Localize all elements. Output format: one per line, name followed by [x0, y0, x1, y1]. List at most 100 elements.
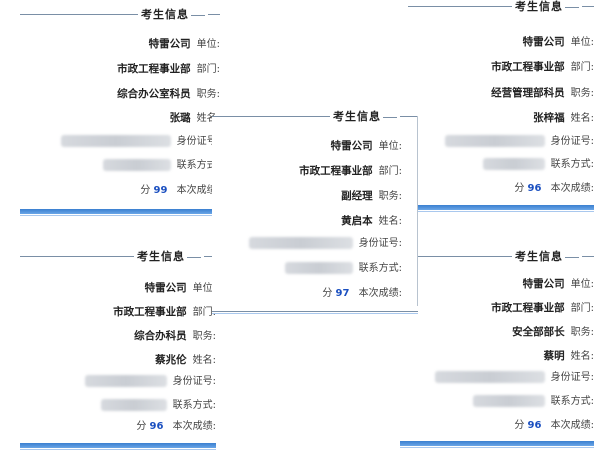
name-value: 张梓福	[533, 112, 565, 124]
unit-value: 特雷公司	[144, 282, 187, 294]
score-label: 本次成绩:	[172, 421, 216, 432]
score-value: 96	[527, 183, 542, 194]
name-value: 蔡明	[543, 350, 565, 362]
name-row: 蔡兆伦姓名:	[149, 352, 216, 368]
name-label: 姓名:	[570, 113, 594, 124]
dept-label: 部门:	[378, 166, 402, 177]
id-label: 身份证号:	[550, 372, 594, 383]
card-bottom-bar	[212, 311, 418, 314]
id-row: 身份证号:	[444, 134, 594, 150]
name-row: 张璐姓名:	[164, 110, 220, 126]
unit-label: 单位:	[570, 37, 594, 48]
contact-label: 联系方式:	[358, 263, 402, 274]
examinee-card-2: 考生信息 特雷公司单位: 市政工程事业部部门: 经营管理部科员职务: 张梓福姓名…	[408, 0, 594, 212]
dept-row: 市政工程事业部部门:	[293, 163, 402, 179]
score-suffix: 分	[514, 183, 525, 194]
dept-row: 市政工程事业部部门:	[485, 59, 594, 75]
contact-label: 联系方式:	[550, 159, 594, 170]
score-suffix: 分	[136, 421, 147, 432]
card-title: 考生信息	[330, 108, 400, 124]
name-label: 姓名:	[196, 113, 220, 124]
job-row: 安全部部长职务:	[506, 324, 594, 340]
contact-row: 联系方式:	[100, 398, 216, 414]
job-row: 副经理职务:	[335, 188, 402, 204]
examinee-card-3: 考生信息 特雷公司单位: 市政工程事业部部门: 副经理职务: 黄启本姓名: 身份…	[212, 108, 418, 314]
dept-value: 市政工程事业部	[299, 165, 373, 177]
card-bottom-bar	[20, 443, 216, 450]
unit-value: 特雷公司	[522, 278, 565, 290]
id-row: 身份证号:	[60, 134, 220, 150]
card-frame-line	[20, 256, 216, 257]
contact-label: 联系方式:	[172, 400, 216, 411]
job-label: 职务:	[570, 88, 594, 99]
contact-redacted	[100, 399, 167, 411]
name-value: 蔡兆伦	[155, 354, 187, 366]
score-label: 本次成绩:	[550, 420, 594, 431]
name-row: 张梓福姓名:	[527, 110, 594, 126]
id-label: 身份证号:	[358, 238, 402, 249]
contact-row: 联系方式:	[472, 394, 594, 410]
name-value: 黄启本	[341, 215, 373, 227]
unit-row: 特雷公司单位:	[517, 34, 594, 50]
score-label: 本次成绩:	[358, 288, 402, 299]
contact-row: 联系方式:	[482, 157, 594, 173]
unit-row: 特雷公司单位:	[325, 138, 402, 154]
job-row: 综合办公室科员职务:	[111, 86, 220, 102]
dept-value: 市政工程事业部	[491, 302, 565, 314]
contact-row: 联系方式:	[102, 158, 220, 174]
score-row: 分 96 本次成绩:	[508, 181, 594, 197]
examinee-card-5: 考生信息 特雷公司单位: 市政工程事业部部门: 安全部部长职务: 蔡明姓名: 身…	[400, 248, 594, 448]
unit-row: 特雷公司单位:	[139, 280, 216, 296]
id-redacted	[444, 135, 545, 147]
name-label: 姓名:	[570, 351, 594, 362]
examinee-card-1: 考生信息 特雷公司单位: 市政工程事业部部门: 综合办公室科员职务: 张璐姓名:…	[20, 6, 220, 216]
unit-label: 单位:	[192, 283, 216, 294]
score-label: 本次成绩:	[176, 185, 220, 196]
card-title: 考生信息	[512, 248, 582, 264]
id-label: 身份证号:	[550, 136, 594, 147]
card-frame-line	[212, 116, 418, 117]
unit-row: 特雷公司单位:	[517, 276, 594, 292]
job-label: 职务:	[192, 331, 216, 342]
card-bottom-bar	[408, 205, 594, 212]
id-row: 身份证号:	[434, 370, 594, 386]
examinee-card-4: 考生信息 特雷公司单位: 市政工程事业部部门: 综合办科员职务: 蔡兆伦姓名: …	[20, 248, 216, 450]
unit-value: 特雷公司	[522, 36, 565, 48]
score-value: 96	[149, 421, 164, 432]
contact-row: 联系方式:	[284, 261, 402, 277]
unit-value: 特雷公司	[330, 140, 373, 152]
unit-row: 特雷公司单位:	[143, 36, 220, 52]
contact-label: 联系方式:	[176, 160, 220, 171]
contact-redacted	[284, 262, 353, 274]
score-suffix: 分	[140, 185, 151, 196]
score-value: 97	[335, 288, 350, 299]
id-redacted	[434, 371, 545, 383]
card-title: 考生信息	[134, 248, 204, 264]
id-redacted	[248, 237, 353, 249]
dept-row: 市政工程事业部部门:	[107, 304, 216, 320]
job-row: 经营管理部科员职务:	[485, 85, 594, 101]
id-label: 身份证号:	[172, 376, 216, 387]
score-suffix: 分	[322, 288, 333, 299]
card-title: 考生信息	[138, 6, 208, 22]
score-suffix: 分	[514, 420, 525, 431]
dept-value: 市政工程事业部	[113, 306, 187, 318]
job-value: 综合办科员	[134, 330, 187, 342]
card-title: 考生信息	[512, 0, 582, 14]
unit-value: 特雷公司	[148, 38, 191, 50]
dept-row: 市政工程事业部部门:	[485, 300, 594, 316]
dept-label: 部门:	[192, 307, 216, 318]
score-row: 分 97 本次成绩:	[316, 286, 402, 302]
id-row: 身份证号:	[248, 236, 402, 252]
score-row: 分 96 本次成绩:	[130, 419, 216, 435]
score-value: 99	[153, 185, 168, 196]
score-row: 分 96 本次成绩:	[508, 418, 594, 434]
job-label: 职务:	[570, 327, 594, 338]
card-bottom-bar	[20, 209, 220, 216]
dept-value: 市政工程事业部	[117, 63, 191, 75]
unit-label: 单位:	[378, 141, 402, 152]
unit-label: 单位:	[196, 39, 220, 50]
id-redacted	[60, 135, 171, 147]
dept-label: 部门:	[570, 303, 594, 314]
name-row: 黄启本姓名:	[335, 213, 402, 229]
